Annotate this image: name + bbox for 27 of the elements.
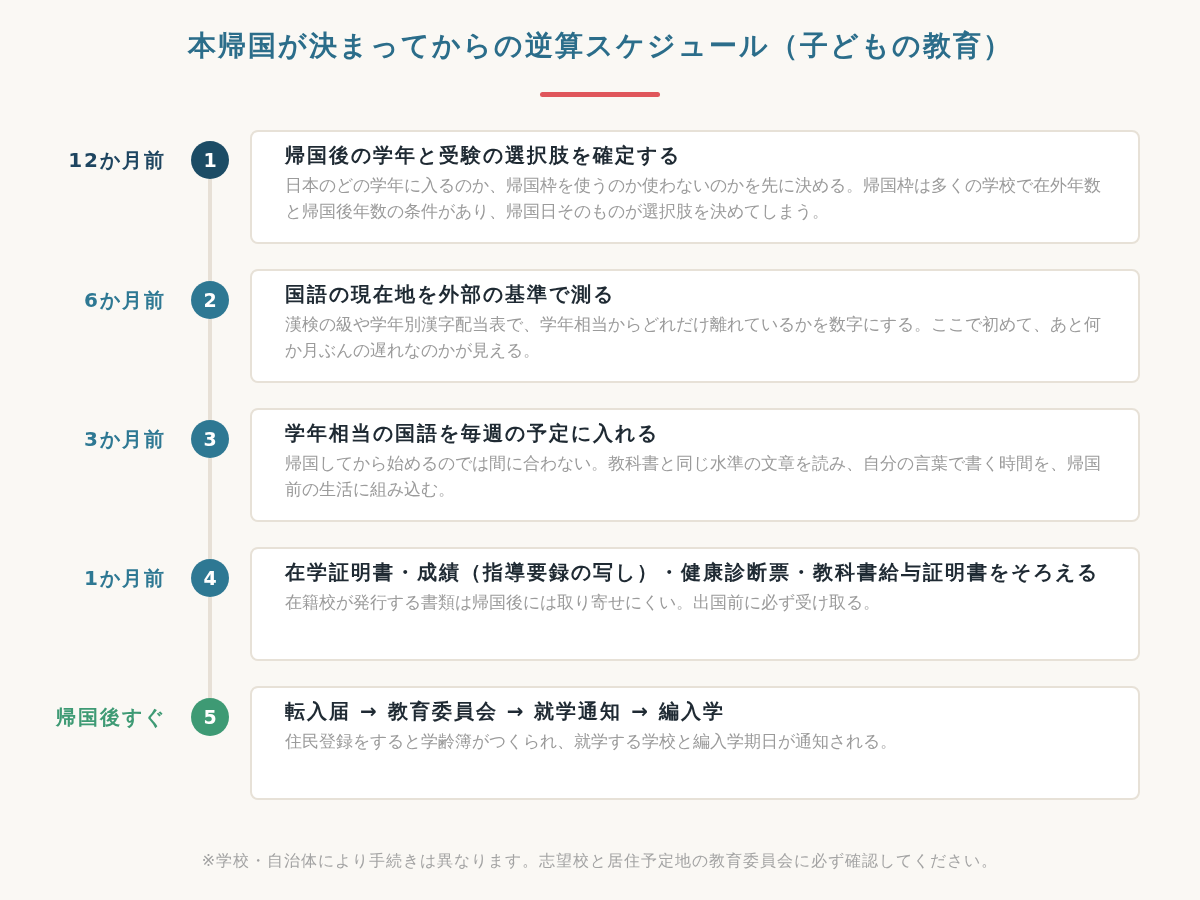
step-card: [250, 547, 1140, 661]
step-heading: 学年相当の国語を毎週の予定に入れる: [285, 420, 660, 446]
step-card: [250, 269, 1140, 383]
step-heading: 転入届 → 教育委員会 → 就学通知 → 編入学: [285, 698, 727, 724]
footnote: ※学校・自治体により手続きは異なります。志望校と居住予定地の教育委員会に必ず確認してください。: [200, 850, 1000, 872]
step-heading: 帰国後の学年と受験の選択肢を確定する: [285, 142, 682, 168]
time-label: 6か月前: [84, 287, 166, 314]
step-heading: 在学証明書・成績（指導要録の写し）・健康診断票・教科書給与証明書をそろえる: [285, 559, 1100, 585]
step-description: 帰国してから始めるのでは間に合わない。教科書と同じ水準の文章を読み、自分の言葉で書く時間を、帰国前の生活に組み込む。: [285, 452, 1102, 501]
step-heading: 国語の現在地を外部の基準で測る: [285, 281, 616, 307]
step-description: 漢検の級や学年別漢字配当表で、学年相当からどれだけ離れているかを数字にする。ここで初めて、あと何か月ぶんの遅れなのかが見える。: [285, 313, 1102, 362]
time-label: 3か月前: [84, 426, 166, 453]
step-description: 在籍校が発行する書類は帰国後には取り寄せにくい。出国前に必ず受け取る。: [285, 591, 881, 614]
step-description: 日本のどの学年に入るのか、帰国枠を使うのか使わないのかを先に決める。帰国枠は多くの学校で在外年数と帰国後年数の条件があり、帰国日そのものが選択肢を決めてしまう。: [285, 174, 1102, 223]
step-description: 住民登録をすると学齢簿がつくられ、就学する学校と編入学期日が通知される。: [285, 730, 898, 753]
step-card: [250, 130, 1140, 244]
number-circle: 4: [191, 559, 229, 597]
number-circle: 5: [191, 698, 229, 736]
time-label: 帰国後すぐ: [56, 704, 166, 731]
title: 本帰国が決まってからの逆算スケジュール（子どもの教育）: [186, 28, 1014, 64]
step-card: [250, 686, 1140, 800]
time-label: 12か月前: [68, 147, 166, 174]
step-card: [250, 408, 1140, 522]
number-circle: 3: [191, 420, 229, 458]
time-label: 1か月前: [84, 565, 166, 592]
number-circle: 2: [191, 281, 229, 319]
number-circle: 1: [191, 141, 229, 179]
